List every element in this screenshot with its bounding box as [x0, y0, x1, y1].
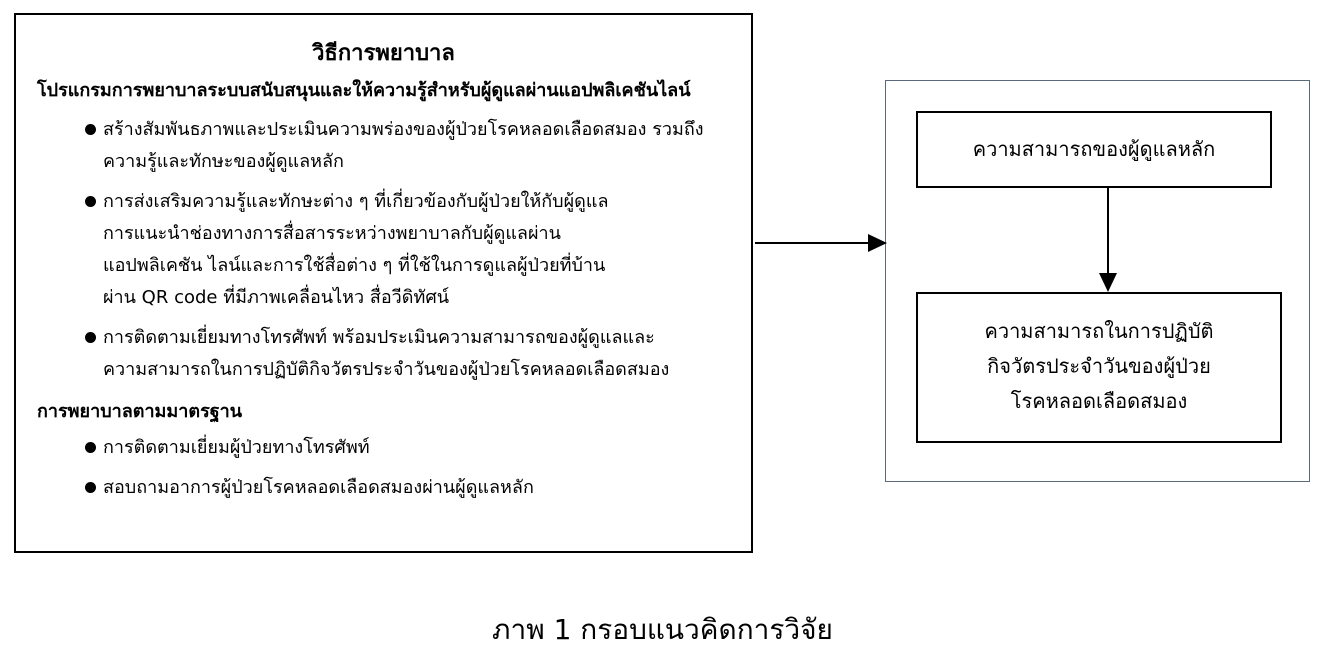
program-bullet-2-line-4: ผ่าน QR code ที่มีภาพเคลื่อนไหว สื่อวีดิ… [103, 287, 450, 308]
arrow-down-icon [1099, 273, 1117, 292]
bullet-dot-icon [85, 196, 96, 207]
standard-heading: การพยาบาลตามมาตรฐาน [37, 401, 243, 422]
program-bullet-3-line-2: ความสามารถในการปฏิบัติกิจวัตรประจำวันของ… [103, 359, 670, 380]
adl-ability-line-2: กิจวัตรประจำวันของผู้ป่วย [987, 354, 1211, 378]
standard-bullet-2: สอบถามอาการผู้ป่วยโรคหลอดเลือดสมองผ่านผู… [103, 477, 534, 498]
program-bullet-1-line-1: สร้างสัมพันธภาพและประเมินความพร่องของผู้… [103, 119, 704, 140]
program-bullet-3-line-1: การติดตามเยี่ยมทางโทรศัพท์ พร้อมประเมินค… [103, 327, 655, 348]
program-heading: โปรแกรมการพยาบาลระบบสนับสนุนและให้ความรู… [37, 80, 691, 101]
figure-caption: ภาพ 1 กรอบแนวคิดการวิจัย [492, 613, 833, 646]
adl-ability-line-1: ความสามารถในการปฏิบัติ [984, 319, 1214, 343]
nursing-methods-title: วิธีการพยาบาล [312, 41, 455, 66]
bullet-dot-icon [85, 124, 96, 135]
outcomes-container [885, 80, 1310, 482]
program-bullet-2-line-1: การส่งเสริมความรู้และทักษะต่าง ๆ ที่เกี่… [103, 191, 609, 212]
adl-ability-box: ความสามารถในการปฏิบัติ กิจวัตรประจำวันขอ… [916, 292, 1282, 443]
adl-ability-line-3: โรคหลอดเลือดสมอง [1010, 389, 1188, 413]
bullet-dot-icon [85, 442, 96, 453]
bullet-dot-icon [85, 332, 96, 343]
program-bullet-2-line-2: การแนะนำช่องทางการสื่อสารระหว่างพยาบาลกั… [103, 223, 561, 244]
program-bullet-2-line-3: แอปพลิเคชัน ไลน์และการใช้สื่อต่าง ๆ ที่ใ… [103, 255, 606, 276]
program-bullet-1-line-2: ความรู้และทักษะของผู้ดูแลหลัก [103, 151, 344, 172]
arrow-right-icon [868, 234, 887, 252]
caregiver-ability-label: ความสามารถของผู้ดูแลหลัก [972, 137, 1216, 161]
standard-bullet-1: การติดตามเยี่ยมผู้ป่วยทางโทรศัพท์ [103, 437, 370, 458]
caregiver-ability-box: ความสามารถของผู้ดูแลหลัก [916, 111, 1272, 188]
nursing-methods-box: วิธีการพยาบาล โปรแกรมการพยาบาลระบบสนับสน… [14, 13, 753, 553]
bullet-dot-icon [85, 482, 96, 493]
